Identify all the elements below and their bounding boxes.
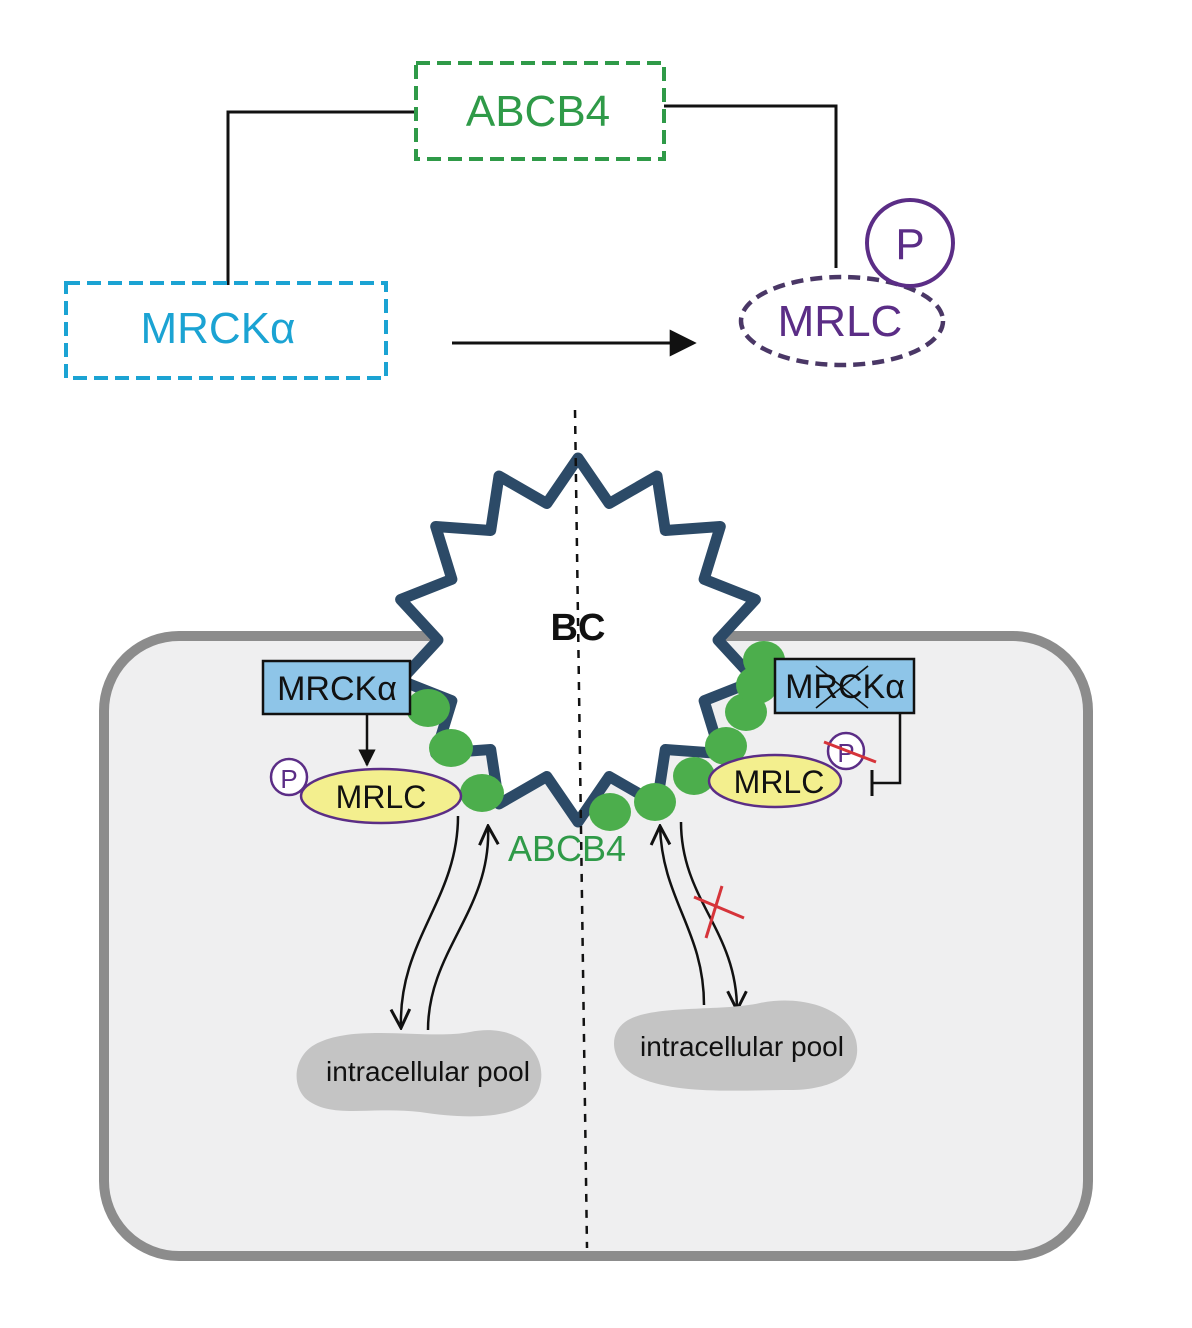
- right-exocytosis-arrow: [660, 826, 706, 1006]
- right-endocytosis-arrow: [679, 821, 737, 1010]
- endocytosis-blocked-cross: [693, 885, 745, 939]
- left-pool-label: intracellular pool: [326, 1056, 530, 1087]
- left-mrck-label: MRCKα: [277, 670, 397, 708]
- right-inhibition-line: [872, 713, 902, 785]
- left-mrlc-label: MRLC: [336, 779, 427, 815]
- abcb4-dot: [634, 783, 676, 821]
- left-half: MRCKα MRLC P intracellular pool: [261, 659, 542, 1117]
- right-mrlc-ellipse: [707, 753, 843, 809]
- abcb4-dot: [589, 793, 631, 831]
- abcb4-dot: [460, 774, 504, 812]
- right-pool-label: intracellular pool: [640, 1031, 844, 1062]
- mrlc-label: MRLC: [778, 297, 903, 346]
- phospho-inhibited-cross: [823, 740, 877, 764]
- right-phospho-label: P: [837, 738, 854, 768]
- abcb4-dot: [673, 757, 715, 795]
- left-phospho-label: P: [280, 764, 297, 794]
- abcb4-label: ABCB4: [466, 87, 610, 136]
- left-endocytosis-arrow: [401, 815, 460, 1028]
- abcb4-cell-label: ABCB4: [508, 828, 626, 869]
- abcb4-transporters: [406, 641, 785, 831]
- left-mrck-box: [261, 659, 412, 716]
- mrck-label: MRCKα: [141, 304, 296, 353]
- right-intracellular-pool: [613, 1000, 858, 1091]
- phospho-circle: [865, 198, 955, 288]
- top-schematic: ABCB4 MRCKα MRLC P: [64, 61, 955, 380]
- right-mrck-label: MRCKα: [785, 668, 905, 706]
- phospho-label: P: [895, 220, 924, 269]
- abcb4-dot: [705, 727, 747, 765]
- left-exocytosis-arrow: [426, 826, 488, 1031]
- mrck-box: [64, 281, 388, 380]
- left-mrlc-ellipse: [299, 767, 463, 825]
- right-mrlc-label: MRLC: [734, 764, 825, 800]
- left-phospho-circle: [269, 757, 309, 797]
- divider-line: [573, 409, 589, 1249]
- right-half: MRCKα MRLC P intracellular pool: [613, 657, 916, 1091]
- abcb4-dot: [429, 729, 473, 767]
- bc-label: BC: [551, 607, 606, 649]
- connector-mrck-abcb4: [226, 110, 416, 285]
- abcb4-box: [414, 61, 666, 161]
- left-intracellular-pool: [296, 1030, 542, 1117]
- mrck-knockdown-cross: [815, 665, 869, 709]
- connector-abcb4-mrlc: [664, 104, 838, 268]
- mrlc-ellipse: [738, 274, 946, 368]
- abcb4-dot: [406, 689, 450, 727]
